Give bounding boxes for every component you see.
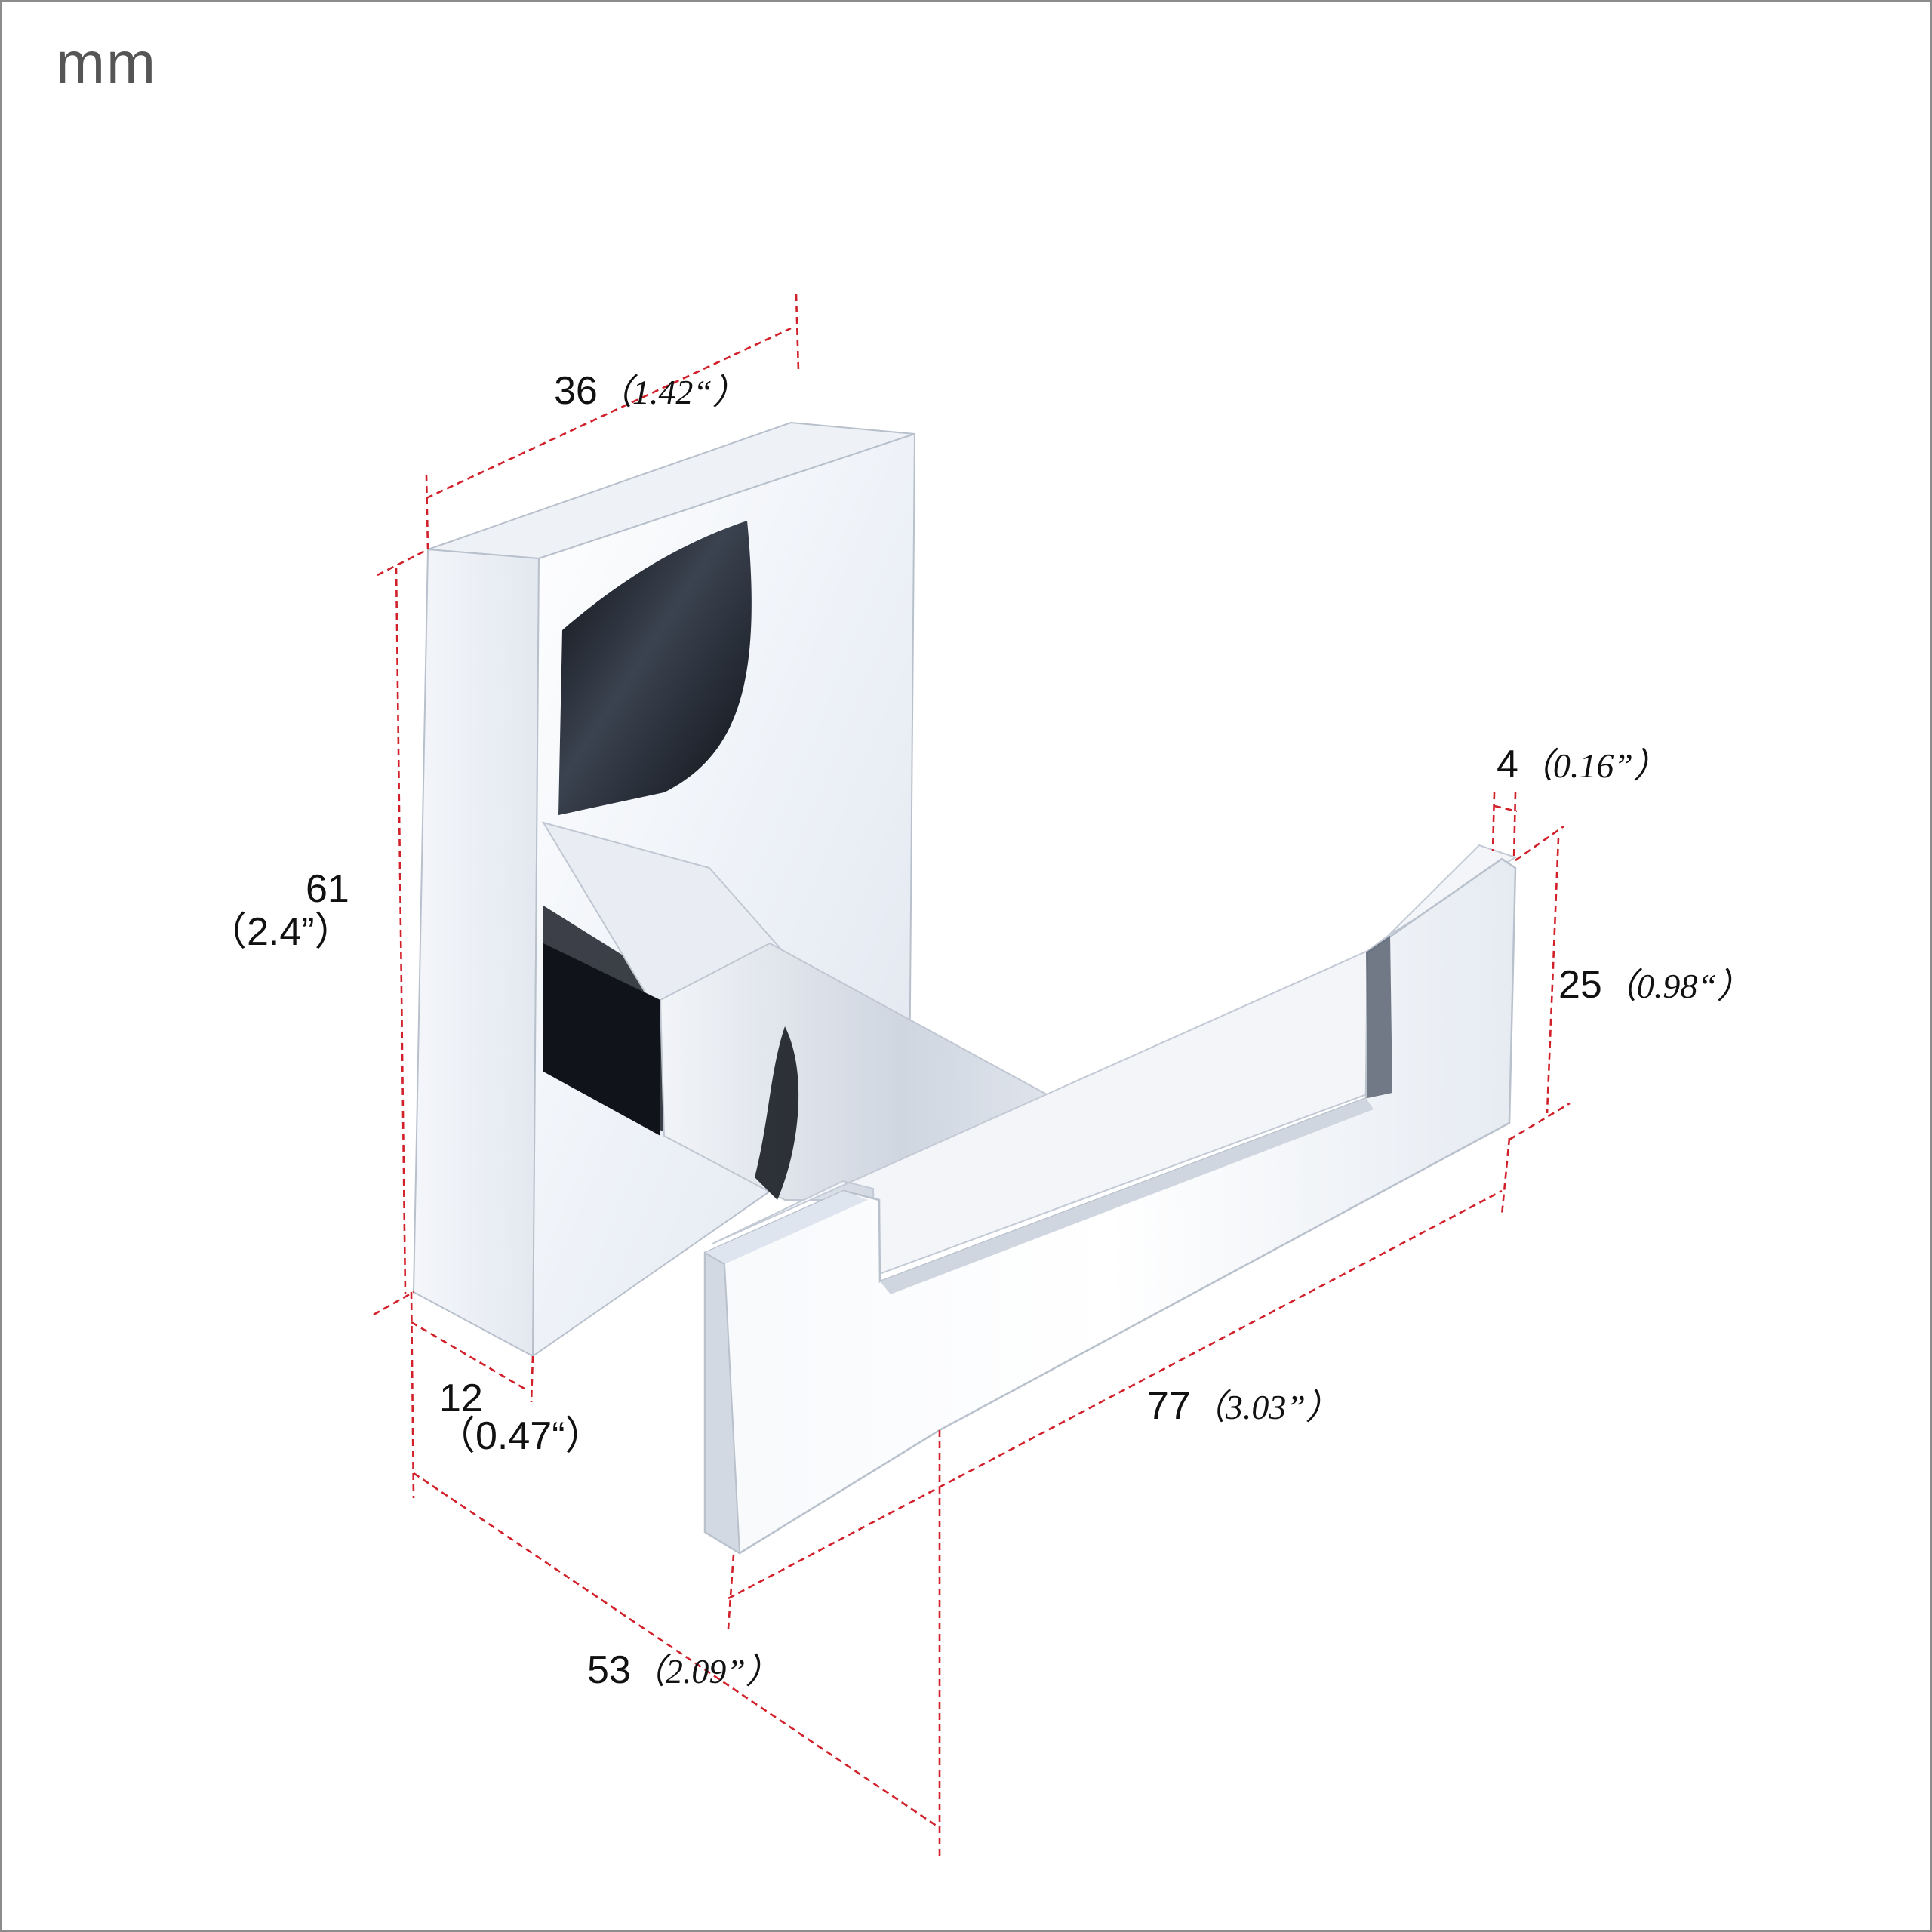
dim-ext-height-top [377, 548, 429, 577]
dimension-lines [373, 294, 1571, 1857]
dim-ext-thickness-right [1512, 792, 1517, 861]
wall-plate-reflection [558, 521, 752, 815]
dim-label-length: 77（3.03”） [1147, 1384, 1340, 1428]
wall-plate-side-face [412, 548, 540, 1358]
dim-ext-thickness-left [1491, 792, 1496, 852]
dim-label-projection: 53（2.09”） [587, 1648, 780, 1692]
dim-ext-depth-right [530, 1355, 534, 1403]
unit-label: mm [56, 29, 157, 96]
hook-inner-groove [880, 1098, 1374, 1294]
dim-line-thickness [1494, 804, 1518, 813]
dim-line-length [728, 1189, 1503, 1600]
dim-label-thickness: 4（0.16”） [1497, 743, 1668, 786]
arm-side-dark [543, 943, 660, 1136]
arm-shadow [755, 1026, 799, 1200]
dim-ext-depth-left [410, 1291, 415, 1499]
dim-label-height-inch: （2.4”） [208, 910, 354, 954]
dim-ext-length-right [1500, 1137, 1511, 1216]
dim-label-depth-mm: 12 [439, 1377, 483, 1420]
dim-ext-hook-bottom [1509, 1102, 1571, 1141]
dim-ext-hook-top [1515, 825, 1564, 862]
dim-line-height [395, 567, 407, 1294]
dim-line-projection [413, 1472, 940, 1829]
dim-label-depth-inch: （0.47“） [436, 1414, 605, 1458]
dim-ext-height-bottom [373, 1291, 414, 1316]
hook-left-end [704, 1251, 741, 1555]
double-hook [703, 844, 1518, 1555]
dim-label-width: 36（1.42“） [554, 369, 747, 413]
dim-ext-width-left [425, 475, 429, 550]
hook-left-prong-edge [705, 1191, 868, 1264]
dim-label-hook-height: 25（0.98“） [1558, 963, 1752, 1007]
dim-label-height-mm: 61 [306, 867, 349, 911]
dim-ext-width-right [795, 294, 800, 372]
dim-ext-length-left [727, 1554, 735, 1629]
dim-line-hook-height [1546, 837, 1560, 1114]
hook-right-prong-inner [1366, 936, 1392, 1098]
